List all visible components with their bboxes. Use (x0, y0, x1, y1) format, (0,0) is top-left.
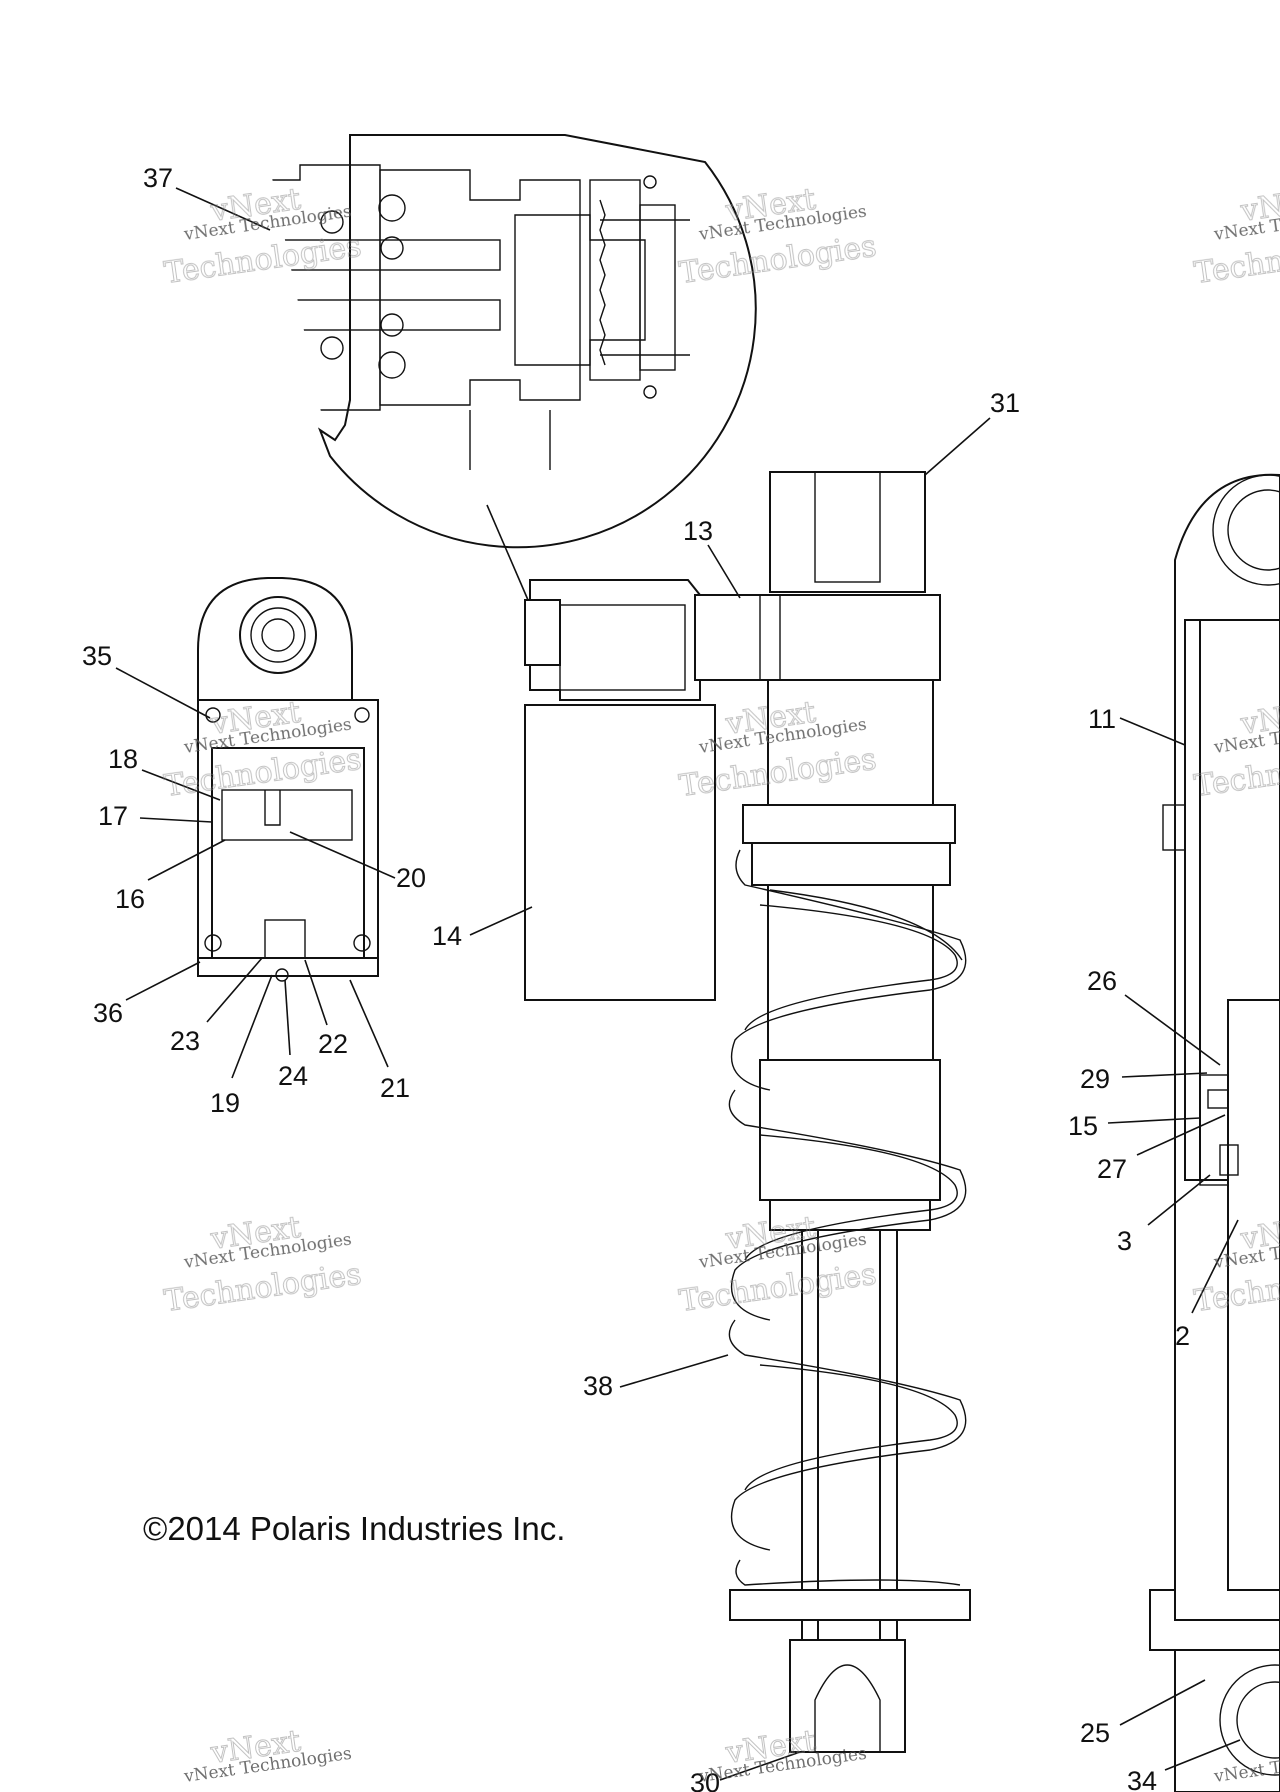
callout-11: 11 (1088, 704, 1116, 734)
callout-37: 37 (143, 163, 173, 193)
callout-34: 34 (1127, 1766, 1157, 1792)
callout-24: 24 (278, 1061, 308, 1091)
callout-27: 27 (1097, 1154, 1127, 1184)
callout-31: 31 (990, 388, 1020, 418)
callout-22: 22 (318, 1029, 348, 1059)
callout-18: 18 (108, 744, 138, 774)
valve-detail-view (269, 134, 757, 601)
callout-36: 36 (93, 998, 123, 1028)
main-shock-assembly (524, 471, 971, 1753)
callout-17: 17 (98, 801, 128, 831)
callout-30: 30 (690, 1768, 720, 1792)
callout-labels: 37 31 13 35 18 17 16 20 14 36 23 22 24 2… (82, 163, 1190, 1792)
callout-23: 23 (170, 1026, 200, 1056)
leader-lines (115, 187, 1241, 1781)
callout-25: 25 (1080, 1718, 1110, 1748)
callout-13: 13 (683, 516, 713, 546)
callout-26: 26 (1087, 966, 1117, 996)
callout-35: 35 (82, 641, 112, 671)
copyright-notice: ©2014 Polaris Industries Inc. (143, 1510, 565, 1547)
callout-21: 21 (380, 1073, 410, 1103)
callout-38: 38 (583, 1371, 613, 1401)
callout-20: 20 (396, 863, 426, 893)
callout-15: 15 (1068, 1111, 1098, 1141)
callout-16: 16 (115, 884, 145, 914)
callout-14: 14 (432, 921, 462, 951)
callout-2: 2 (1175, 1321, 1190, 1351)
callout-19: 19 (210, 1088, 240, 1118)
reservoir-cross-section (197, 577, 379, 982)
shock-body-cross-section (1149, 473, 1280, 1792)
coil-spring (728, 849, 967, 1586)
callout-29: 29 (1080, 1064, 1110, 1094)
callout-3: 3 (1117, 1226, 1132, 1256)
